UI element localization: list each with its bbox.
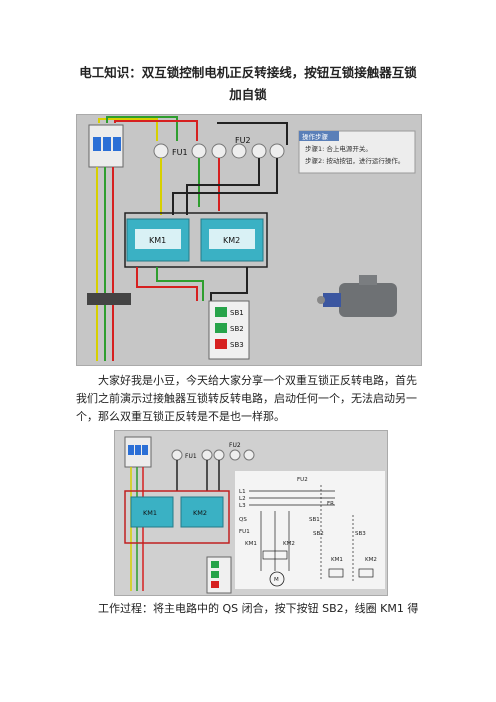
svg-text:SB3: SB3 bbox=[355, 531, 366, 537]
svg-text:KM1: KM1 bbox=[245, 541, 257, 547]
svg-text:L3: L3 bbox=[239, 503, 246, 509]
article-title-line2: 加自锁 bbox=[229, 87, 267, 102]
button-label-sb3: SB3 bbox=[230, 341, 244, 349]
svg-text:L2: L2 bbox=[239, 496, 246, 502]
motor-icon bbox=[317, 275, 397, 317]
svg-text:FU2: FU2 bbox=[297, 477, 308, 483]
fig2-contactor-km2: KM2 bbox=[180, 496, 224, 528]
svg-text:QS: QS bbox=[239, 517, 247, 523]
svg-text:KM1: KM1 bbox=[331, 557, 343, 563]
button-label-sb1: SB1 bbox=[230, 309, 244, 317]
contactor-label-km2: KM2 bbox=[223, 236, 240, 245]
steps-panel-title: 操作步骤 bbox=[302, 132, 329, 141]
contactor-km2: KM2 bbox=[200, 218, 264, 262]
paragraph-intro: 大家好我是小豆，今天给大家分享一个双重互锁正反转电路，首先我们之前演示过接触器互… bbox=[76, 374, 417, 423]
button-label-sb2: SB2 bbox=[230, 325, 244, 333]
svg-text:KM2: KM2 bbox=[365, 557, 377, 563]
contactor-km1: KM1 bbox=[126, 218, 190, 262]
schematic-motor-symbol bbox=[269, 571, 285, 587]
fuse-label-1: FU1 bbox=[172, 148, 188, 157]
fig2-fuse-label-1: FU1 bbox=[185, 453, 197, 460]
svg-text:FU1: FU1 bbox=[239, 529, 250, 535]
steps-panel-step2: 步骤2: 按动按钮，进行运行操作。 bbox=[305, 156, 404, 165]
button-station: SB1 SB2 SB3 bbox=[208, 300, 250, 360]
wiring-schematic-figure: FU1 FU2 KM1 KM2 L1 L2 L3 QS FU1 bbox=[114, 430, 388, 596]
paragraph-process: 工作过程：将主电路中的 QS 闭合，按下按钮 SB2，线圈 KM1 得 bbox=[98, 602, 419, 615]
fuse-label-2: FU2 bbox=[235, 136, 251, 145]
terminal-block bbox=[87, 293, 131, 305]
svg-text:SB2: SB2 bbox=[313, 531, 324, 537]
fig2-button-station bbox=[206, 556, 232, 594]
wiring-schematic-svg: FU1 FU2 KM1 KM2 L1 L2 L3 QS FU1 bbox=[115, 431, 387, 595]
contactor-label-km1: KM1 bbox=[149, 236, 166, 245]
svg-text:M: M bbox=[274, 577, 279, 583]
article-title-line1: 电工知识：双互锁控制电机正反转接线，按钮互锁接触器互锁 bbox=[79, 65, 417, 80]
svg-text:KM1: KM1 bbox=[143, 509, 157, 517]
svg-text:L1: L1 bbox=[239, 489, 246, 495]
wiring-diagram-svg: FU1 FU2 操作步骤 步骤1: 合上电源开关。 步骤2: 按动按钮，进行运行… bbox=[77, 115, 421, 365]
wiring-diagram-figure: FU1 FU2 操作步骤 步骤1: 合上电源开关。 步骤2: 按动按钮，进行运行… bbox=[76, 114, 422, 366]
fig2-contactor-km1: KM1 bbox=[130, 496, 174, 528]
control-schematic: L1 L2 L3 QS FU1 FU2 FR SB1 SB2 SB3 KM1 K… bbox=[235, 471, 385, 589]
svg-text:KM2: KM2 bbox=[193, 509, 207, 517]
svg-text:FR: FR bbox=[327, 501, 334, 507]
fuse-group-2: FU2 bbox=[231, 136, 285, 159]
fig2-fuse-label-2: FU2 bbox=[229, 442, 241, 449]
svg-text:SB1: SB1 bbox=[309, 517, 320, 523]
steps-panel: 操作步骤 步骤1: 合上电源开关。 步骤2: 按动按钮，进行运行操作。 bbox=[298, 130, 416, 174]
steps-panel-step1: 步骤1: 合上电源开关。 bbox=[305, 144, 372, 153]
